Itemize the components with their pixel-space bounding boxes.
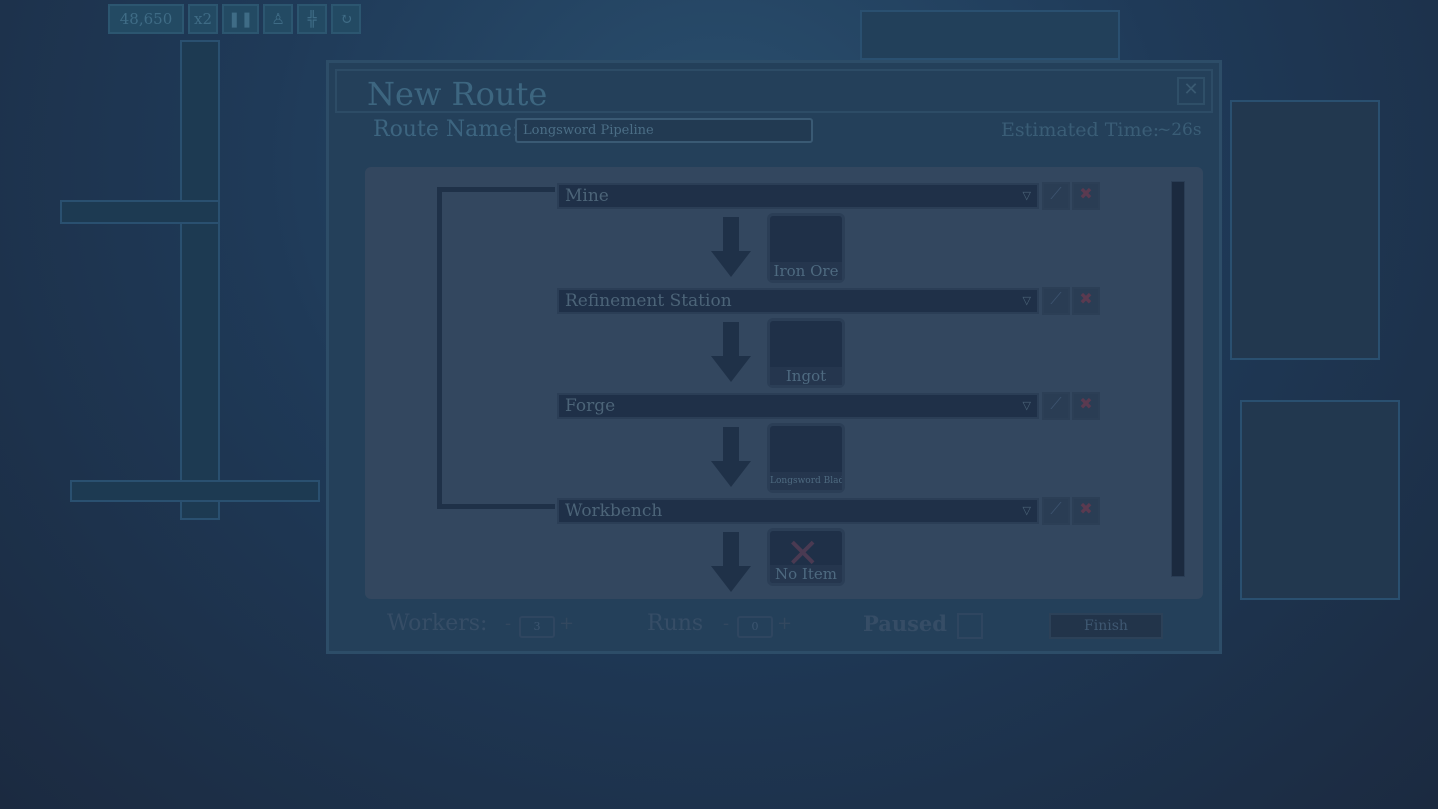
dropdown-icon: ▽ bbox=[1022, 504, 1031, 517]
item-name: Ingot bbox=[770, 367, 842, 385]
arrow-down-icon bbox=[711, 217, 751, 277]
map-wall bbox=[860, 10, 1120, 60]
item-name: Longsword Blade bbox=[770, 472, 842, 490]
delete-icon[interactable]: ✖ bbox=[1072, 497, 1100, 525]
edit-icon[interactable]: ⟋ bbox=[1042, 182, 1070, 210]
station-name: Forge bbox=[565, 396, 616, 416]
station-name: Refinement Station bbox=[565, 291, 732, 311]
new-route-dialog: New Route ✕ Route Name: Longsword Pipeli… bbox=[326, 60, 1222, 654]
delete-icon[interactable]: ✖ bbox=[1072, 287, 1100, 315]
workers-input[interactable]: 3 bbox=[519, 616, 555, 638]
loop-connector bbox=[437, 187, 555, 509]
arrow-down-icon bbox=[711, 532, 751, 592]
dropdown-icon: ▽ bbox=[1022, 294, 1031, 307]
station-select-refinement[interactable]: Refinement Station ▽ bbox=[557, 288, 1039, 314]
map-wall bbox=[70, 480, 320, 502]
workers-decrement[interactable]: - bbox=[505, 613, 512, 634]
item-slot-no-item[interactable]: ✕No Item bbox=[767, 528, 845, 586]
estimated-time-label: Estimated Time: bbox=[1001, 119, 1160, 141]
route-icon[interactable]: ↻ bbox=[331, 4, 362, 34]
delete-icon[interactable]: ✖ bbox=[1072, 392, 1100, 420]
station-select-mine[interactable]: Mine ▽ bbox=[557, 183, 1039, 209]
top-toolbar: 48,650 x2 ❚❚ ♙ ╬ ↻ bbox=[108, 4, 362, 36]
finish-button[interactable]: Finish bbox=[1049, 613, 1163, 639]
map-wall bbox=[1230, 100, 1380, 360]
station-select-forge[interactable]: Forge ▽ bbox=[557, 393, 1039, 419]
item-slot-iron-ore[interactable]: Iron Ore bbox=[767, 213, 845, 283]
paused-label: Paused bbox=[863, 611, 947, 636]
workers-increment[interactable]: + bbox=[559, 613, 575, 634]
item-name: Iron Ore bbox=[770, 262, 842, 280]
dropdown-icon: ▽ bbox=[1022, 399, 1031, 412]
dialog-titlebar: New Route ✕ bbox=[335, 69, 1213, 113]
station-name: Workbench bbox=[565, 501, 663, 521]
dialog-title: New Route bbox=[367, 75, 548, 113]
pause-icon[interactable]: ❚❚ bbox=[222, 4, 260, 34]
estimated-time-value: ~26s bbox=[1157, 120, 1202, 140]
grid-icon[interactable]: ╬ bbox=[297, 4, 328, 34]
dropdown-icon: ▽ bbox=[1022, 189, 1031, 202]
workers-label: Workers: bbox=[387, 611, 488, 636]
money-counter: 48,650 bbox=[108, 4, 184, 34]
map-wall bbox=[180, 40, 220, 520]
close-icon[interactable]: ✕ bbox=[1177, 77, 1205, 105]
item-name: No Item bbox=[770, 565, 842, 583]
runs-decrement[interactable]: - bbox=[723, 613, 730, 634]
paused-checkbox[interactable] bbox=[957, 613, 983, 639]
item-slot-ingot[interactable]: Ingot bbox=[767, 318, 845, 388]
edit-icon[interactable]: ⟋ bbox=[1042, 497, 1070, 525]
edit-icon[interactable]: ⟋ bbox=[1042, 287, 1070, 315]
route-scrollbar[interactable] bbox=[1171, 181, 1185, 577]
station-select-workbench[interactable]: Workbench ▽ bbox=[557, 498, 1039, 524]
add-worker-icon[interactable]: ♙ bbox=[263, 4, 294, 34]
runs-label: Runs bbox=[647, 611, 704, 636]
arrow-down-icon bbox=[711, 427, 751, 487]
item-slot-longsword-blade[interactable]: Longsword Blade bbox=[767, 423, 845, 493]
delete-icon[interactable]: ✖ bbox=[1072, 182, 1100, 210]
map-wall bbox=[60, 200, 220, 224]
map-wall bbox=[1240, 400, 1400, 600]
station-name: Mine bbox=[565, 186, 609, 206]
runs-increment[interactable]: + bbox=[777, 613, 793, 634]
arrow-down-icon bbox=[711, 322, 751, 382]
edit-icon[interactable]: ⟋ bbox=[1042, 392, 1070, 420]
route-name-input[interactable]: Longsword Pipeline bbox=[515, 118, 813, 143]
route-editor: Mine ▽ ⟋ ✖ Iron Ore Refinement Station ▽ ⟋… bbox=[365, 167, 1203, 599]
runs-input[interactable]: 0 bbox=[737, 616, 773, 638]
speed-button[interactable]: x2 bbox=[188, 4, 219, 34]
route-name-label: Route Name: bbox=[373, 117, 520, 142]
